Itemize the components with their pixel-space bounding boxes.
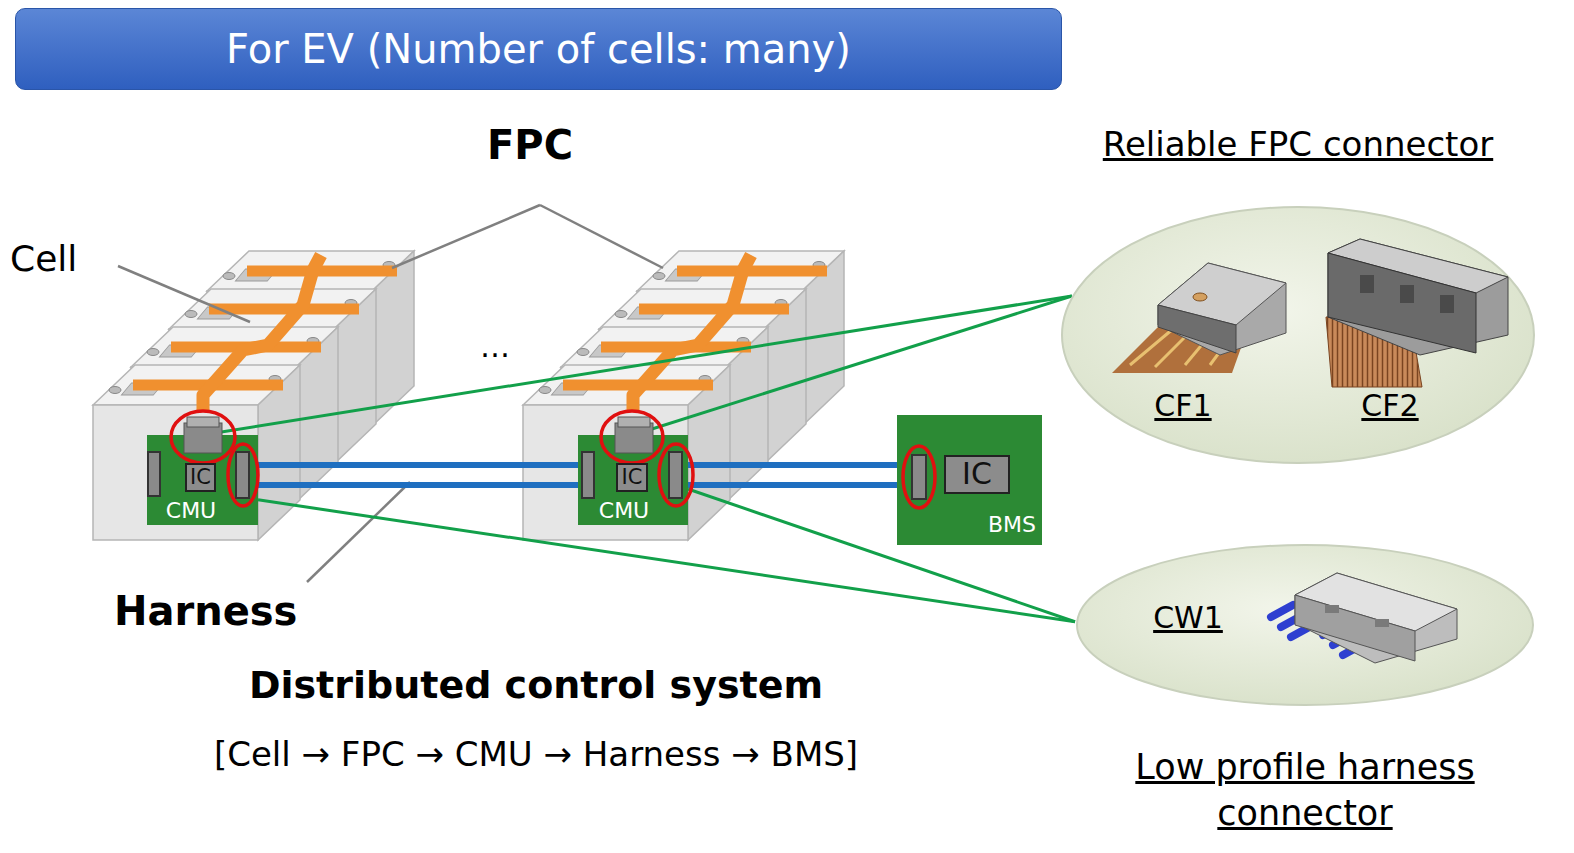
chip-label: IC [622,465,643,489]
ic-chip: IC [185,463,216,492]
part-label: FPC [440,122,620,168]
connector-ellipse [1328,239,1508,355]
board-connectors [582,452,594,498]
connector-ellipse [1075,543,1535,707]
connector-ellipse [1360,275,1454,313]
connector-ellipse [1295,595,1415,661]
leader-line [118,205,663,582]
leader-line [118,266,250,322]
connector-ellipse [1440,295,1454,313]
connector-ellipse [1360,275,1374,293]
connector-ellipse [1077,545,1533,705]
cell-module [523,251,844,540]
harness-line [258,482,578,488]
harness-line [258,462,578,468]
leader-line [392,205,540,268]
group-heading: Reliable FPC connector [1030,125,1566,164]
chip-label: IC [962,457,992,492]
connector-ellipse [1325,605,1389,627]
board-connectors [669,452,682,498]
connector-ellipse [1295,573,1457,663]
connector-ellipse [1158,263,1286,355]
ic-chip: IC [944,455,1010,494]
harness-connector-ellipse: CW1Low profile harness connector [1075,543,1535,707]
harness-line [688,482,897,488]
board-label: CMU [578,498,670,523]
board-label: BMS [988,512,1036,537]
bms-board: BMS IC [897,415,1042,545]
title-text: For EV (Number of cells: many) [226,26,851,72]
leader-line [540,205,663,268]
connector-ellipse [1193,293,1207,301]
connector-ellipse [1325,605,1339,613]
connector-ellipse [1400,285,1414,303]
flow-note: [Cell → FPC → CMU → Harness → BMS] [136,735,936,774]
chip-label: IC [190,465,211,489]
harness-line [258,465,578,485]
harness-line [688,465,897,485]
cmu-board: CMU IC [578,435,688,525]
connector-ellipse [1158,305,1236,353]
connector-ellipse [1375,619,1389,627]
cell-module [93,251,414,540]
connector-ellipse [1271,605,1293,617]
board-label: CMU [147,498,235,523]
leader-line [307,482,410,582]
board-connectors [228,444,258,506]
ic-chip: IC [616,463,648,492]
board-connectors [659,444,693,506]
connector-ellipse [1060,205,1536,465]
board-connectors [171,411,235,463]
title-banner: For EV (Number of cells: many) [15,8,1062,90]
board-connectors [903,446,935,508]
fpc-connector-ellipse: Reliable FPC connectorCF1CF2 [1060,205,1536,465]
cmu-board: CMU IC [147,435,258,525]
part-label: Cell [10,238,77,279]
part-label: Harness [114,588,297,634]
ellipsis-mark: … [465,330,525,365]
part-label: CF2 [1340,389,1440,424]
group-heading: Low profile harness connector [1115,745,1495,836]
board-connectors [236,452,249,498]
system-heading: Distributed control system [136,664,936,708]
connector-ellipse [1062,207,1534,463]
board-connectors [601,411,663,463]
board-connectors [618,417,650,427]
board-connectors [912,455,926,499]
connector-ellipse [1328,253,1476,353]
board-connectors [148,452,160,496]
part-label: CW1 [1138,601,1238,636]
harness-line [688,462,897,468]
board-connectors [187,417,219,427]
part-label: CF1 [1133,389,1233,424]
